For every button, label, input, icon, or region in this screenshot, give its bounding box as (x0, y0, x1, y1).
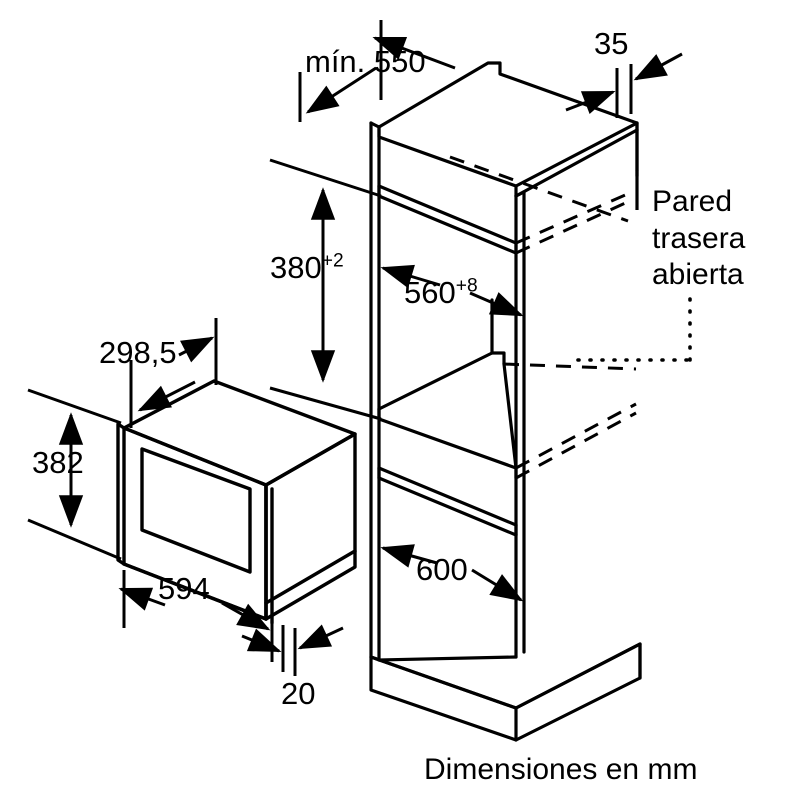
dim-560-tolerance: +8 (455, 275, 478, 297)
dim-600 (380, 544, 524, 602)
dim-label-600: 600 (416, 552, 468, 587)
dim-label-594: 594 (158, 571, 210, 606)
dim-35 (565, 52, 683, 118)
cabinet-lower-shelf (377, 466, 518, 537)
dim-label-380: 380+2 (270, 252, 344, 283)
rear-wall-note-line1: Pared (652, 185, 733, 218)
microwave-base-line (264, 549, 357, 605)
rear-wall-leader-dotted (576, 294, 692, 362)
dim-20 (241, 624, 344, 676)
dim-380-tolerance: +2 (321, 250, 344, 272)
units-caption: Dimensiones en mm (424, 753, 698, 786)
cabinet-upper-shelf (377, 184, 518, 255)
dim-380-base: 380 (270, 250, 322, 285)
dim-label-20: 20 (281, 676, 316, 711)
dim-min-550 (298, 20, 456, 122)
rear-wall-open-note: Pared trasera abierta (652, 184, 745, 294)
rear-wall-note-line2: trasera (652, 221, 746, 255)
dimension-lines-group (27, 20, 683, 676)
rear-wall-note-line3: abierta (652, 258, 744, 292)
cabinet-top-panel (377, 61, 639, 198)
cabinet-niche-group (369, 61, 642, 742)
microwave-door-window (140, 447, 252, 574)
cabinet-left-wall (369, 121, 381, 662)
microwave-corner-nib (116, 422, 126, 566)
dim-560-base: 560 (404, 275, 456, 310)
microwave-appliance-group (116, 379, 357, 625)
dim-label-382: 382 (32, 445, 84, 480)
dim-label-35: 35 (594, 26, 629, 61)
dim-label-min-550: mín. 550 (305, 44, 426, 79)
dim-label-560: 560+8 (404, 277, 478, 308)
dim-label-298-5: 298,5 (99, 335, 177, 370)
cabinet-middle-shelf (377, 298, 518, 480)
cabinet-right-wall (514, 190, 526, 659)
dim-380 (269, 158, 382, 421)
microwave-right-face (264, 432, 357, 621)
dim-298-5 (129, 318, 218, 428)
microwave-top-face (122, 379, 357, 487)
cabinet-interior-floor (377, 655, 518, 662)
open-rear-wall-dashed-lines (449, 155, 637, 480)
dim-560 (380, 264, 524, 317)
dim-382 (27, 388, 122, 561)
